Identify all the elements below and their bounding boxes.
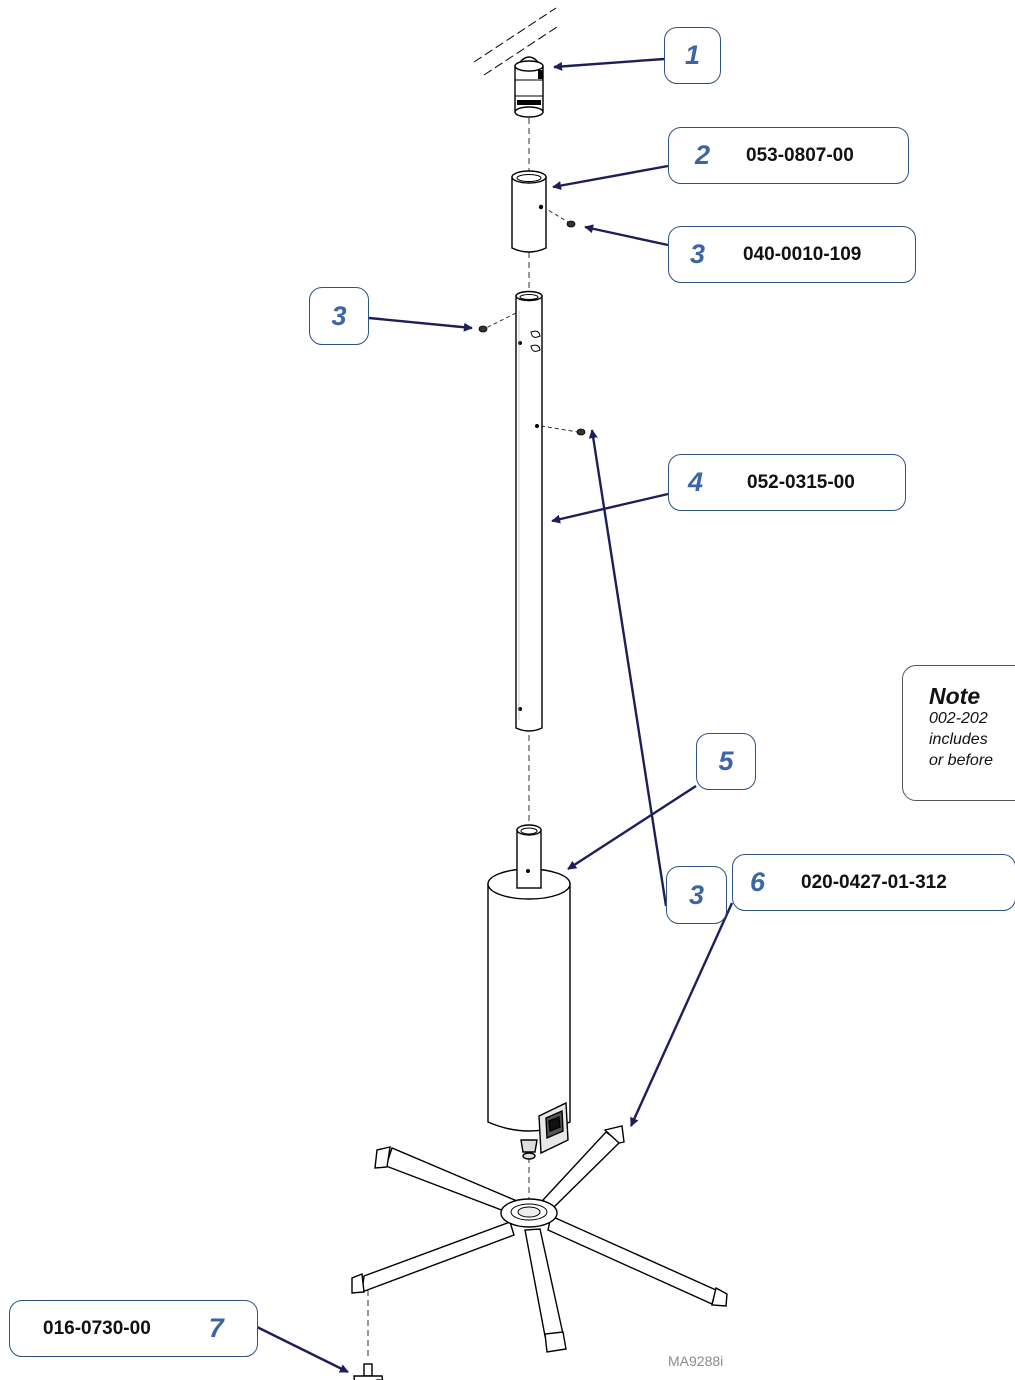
callout-5-number: 5 (718, 746, 734, 776)
callout-3-upper-right: 3 040-0010-109 (668, 226, 916, 283)
leader-arrow-1 (553, 57, 665, 71)
callout-6-number: 6 (750, 867, 766, 897)
leader-arrow-2 (552, 164, 669, 190)
callout-3-lower-number: 3 (688, 879, 705, 910)
callout-2-number: 2 (695, 140, 711, 170)
leader-arrow-3c (588, 429, 668, 907)
note-line-3: or before (929, 752, 994, 769)
callout-3-upper-right-part-number: 040-0010-109 (743, 243, 862, 265)
part-coupling-sleeve (511, 170, 547, 253)
callout-5: 5 (696, 733, 756, 790)
callout-4: 4 052-0315-00 (668, 454, 906, 511)
callout-4-number: 4 (688, 467, 704, 497)
callout-7: 016-0730-00 7 (9, 1300, 258, 1357)
part-base-hub (487, 824, 571, 1160)
leader-arrow-4 (551, 492, 669, 524)
leader-arrow-7 (256, 1325, 349, 1374)
callout-7-part-number: 016-0730-00 (43, 1317, 151, 1339)
callout-3-lower: 3 (666, 866, 727, 924)
part-long-tube (515, 290, 543, 732)
screw-upper-right (566, 220, 576, 228)
note-line-2: includes (929, 731, 988, 748)
note-line-1: 002-202 (929, 710, 988, 727)
callout-4-part-number: 052-0315-00 (747, 471, 855, 493)
document-code: MA9288i (668, 1353, 724, 1369)
note-title: Note (929, 683, 981, 709)
part-caster (353, 1363, 384, 1380)
screw-axis-lines (485, 206, 579, 433)
screw-upper-left (478, 325, 488, 333)
callout-3-upper-left: 3 (309, 287, 369, 345)
callout-6-part-number: 020-0427-01-312 (801, 871, 947, 893)
outlet-box (538, 1101, 569, 1155)
leader-arrow-5 (567, 784, 697, 871)
note-box: Note 002-202 includes or before (902, 665, 1015, 801)
callout-3-upper-left-number: 3 (331, 300, 347, 331)
callout-1-number: 1 (684, 40, 701, 70)
part-star-base (351, 1125, 728, 1353)
callout-3-upper-right-number: 3 (690, 239, 706, 269)
screw-lower-right (576, 428, 586, 436)
leader-arrows (256, 57, 734, 1374)
part-ceiling-mount (514, 56, 544, 118)
leader-arrow-3b (368, 316, 473, 332)
ceiling-surface-lines (473, 7, 561, 76)
callout-6: 6 020-0427-01-312 (732, 854, 1015, 911)
callout-1: 1 (664, 27, 721, 84)
leader-arrow-3a (584, 224, 669, 247)
callout-2-part-number: 053-0807-00 (746, 144, 854, 166)
callout-7-number: 7 (208, 1313, 224, 1343)
leader-arrow-6 (629, 902, 734, 1127)
callout-2: 2 053-0807-00 (668, 127, 909, 184)
